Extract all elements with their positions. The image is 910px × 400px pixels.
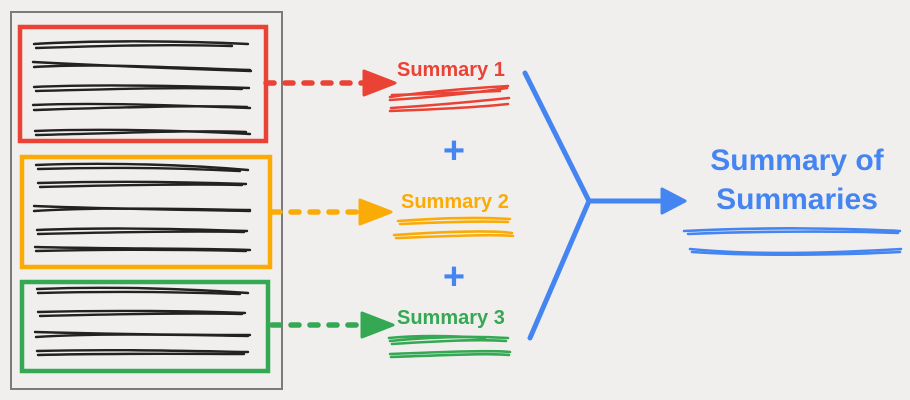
chunk-orange-text-scribbles [32, 162, 252, 253]
document-outline [10, 11, 283, 390]
green-dashed-arrow [269, 311, 395, 339]
summary-2-label: Summary 2 [401, 191, 509, 213]
summary-1-scribble [388, 84, 511, 113]
chunk-box-green [19, 279, 271, 374]
result-underline-scribble [682, 227, 903, 257]
summary-3-label: Summary 3 [397, 307, 505, 329]
orange-dashed-arrow [269, 198, 393, 226]
combine-arrow [522, 70, 687, 341]
summary-1-label: Summary 1 [397, 59, 505, 81]
red-dashed-arrow [263, 69, 397, 97]
plus-sign-1: + [442, 130, 466, 172]
summary-3-scribble [387, 334, 512, 359]
chunk-green-text-scribbles [33, 286, 252, 357]
plus-sign-2: + [442, 256, 466, 298]
summary-2-scribble [392, 216, 515, 240]
summary-of-summaries-label: Summary of Summaries [710, 144, 884, 216]
chunk-red-text-scribbles [31, 40, 253, 137]
